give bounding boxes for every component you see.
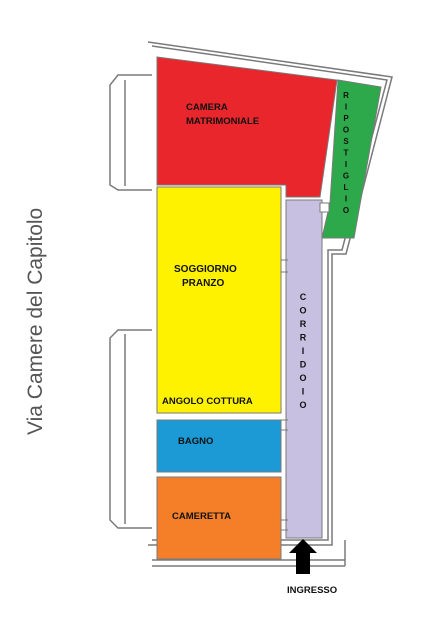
label-cameretta: CAMERETTA	[172, 511, 231, 522]
label-soggiorno-line1: SOGGIORNO	[174, 264, 237, 275]
label-corridoio-letter: R	[300, 333, 307, 343]
label-corridoio-letter: D	[300, 360, 307, 370]
room-cameretta	[156, 476, 282, 560]
label-corridoio-letter: R	[300, 319, 307, 329]
label-ripostiglio-letter: R	[343, 91, 349, 100]
room-soggiorno	[156, 186, 282, 414]
label-ripostiglio-letter: O	[343, 126, 349, 135]
label-corridoio-letter: O	[299, 306, 306, 316]
label-corridoio-letter: O	[299, 373, 306, 383]
label-ripostiglio-letter: L	[344, 183, 349, 192]
door-marks	[281, 259, 288, 531]
room-corridoio	[285, 199, 323, 539]
label-ripostiglio-letter: P	[343, 114, 349, 123]
label-soggiorno-line2: PRANZO	[182, 278, 224, 289]
label-bagno: BAGNO	[178, 436, 213, 447]
label-ripostiglio-letter: I	[345, 160, 347, 169]
label-ripostiglio-letter: G	[343, 172, 349, 181]
entrance-arrow-icon	[289, 539, 317, 574]
label-corridoio-letter: C	[300, 292, 307, 302]
pillar	[319, 202, 330, 213]
label-ripostiglio-letter: I	[345, 103, 347, 112]
label-corridoio-letter: I	[302, 387, 305, 397]
label-camera-line1: CAMERA	[186, 102, 228, 113]
label-corridoio-letter: O	[299, 400, 306, 410]
label-camera-line2: MATRIMONIALE	[186, 116, 259, 127]
label-ingresso: INGRESSO	[287, 585, 337, 596]
room-ripostiglio	[321, 79, 382, 239]
label-ripostiglio-letter: O	[343, 206, 349, 215]
label-ripostiglio-letter: S	[343, 137, 349, 146]
room-bagno	[156, 419, 282, 473]
label-ripostiglio-letter: T	[344, 149, 349, 158]
label-ripostiglio-letter: I	[345, 195, 347, 204]
label-angolo-cottura: ANGOLO COTTURA	[162, 396, 253, 407]
street-name: Via Camere del Capitolo	[24, 208, 47, 435]
room-camera-matrimoniale	[156, 56, 338, 198]
label-corridoio-letter: I	[302, 346, 305, 356]
